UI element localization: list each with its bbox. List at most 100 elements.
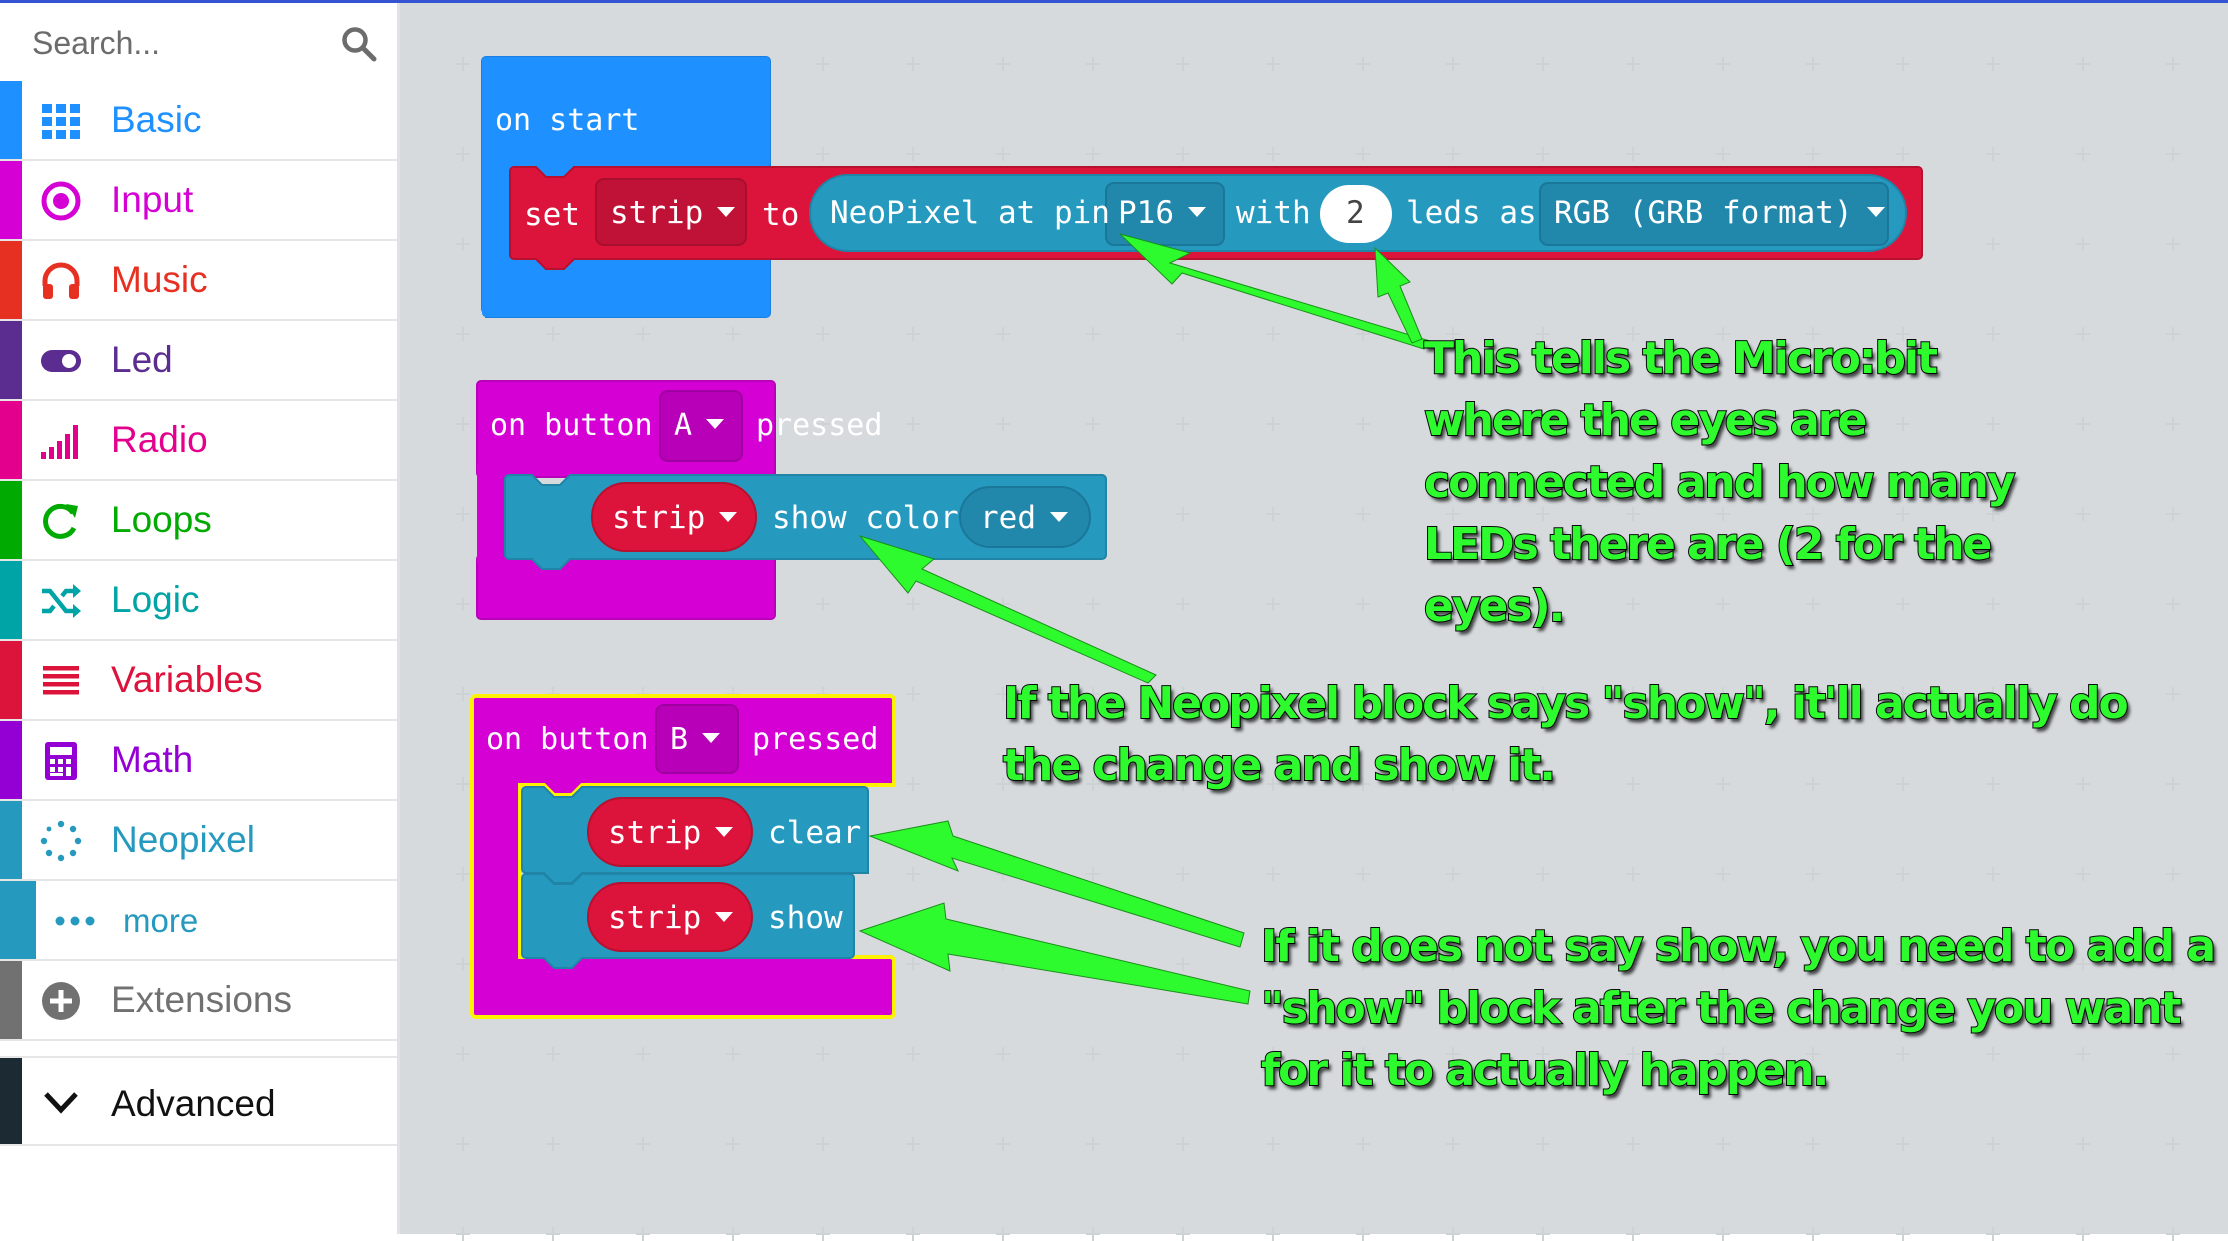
- grid-plus: [1536, 57, 1550, 71]
- grid-plus: [1536, 1137, 1550, 1151]
- search-box[interactable]: Search...: [0, 3, 397, 81]
- grid-plus: [2166, 147, 2180, 161]
- grid-plus: [1266, 597, 1280, 611]
- button-a-dropdown[interactable]: A: [674, 408, 725, 443]
- mode-dropdown[interactable]: RGB (GRB format): [1554, 195, 1885, 231]
- grid-plus: [1896, 1137, 1910, 1151]
- category-loops[interactable]: Loops: [0, 481, 397, 561]
- grid-plus: [1086, 687, 1100, 701]
- grid-plus: [1446, 507, 1460, 521]
- category-extensions[interactable]: Extensions: [0, 961, 397, 1041]
- strip-variable-b2-label: strip: [608, 900, 734, 936]
- grid-plus: [456, 327, 470, 341]
- grid-plus: [996, 687, 1010, 701]
- annotation-line: for it to actually happen.: [1260, 1044, 1830, 1097]
- dropdown-arrow-icon: [1866, 206, 1885, 217]
- strip-variable-b2[interactable]: [587, 882, 753, 952]
- strip-variable-a[interactable]: [591, 482, 757, 552]
- grid-plus: [1806, 687, 1820, 701]
- grid-plus: [1266, 1137, 1280, 1151]
- category-neopixel[interactable]: Neopixel: [0, 801, 397, 881]
- grid-plus: [996, 1137, 1010, 1151]
- category-variables[interactable]: Variables: [0, 641, 397, 721]
- grid-plus: [1806, 597, 1820, 611]
- grid-plus: [1536, 1047, 1550, 1061]
- category-logic[interactable]: Logic: [0, 561, 397, 641]
- grid-plus: [816, 147, 830, 161]
- annotation-line: LEDs there are (2 for the: [1423, 518, 1993, 571]
- grid-plus: [2076, 417, 2090, 431]
- grid-plus: [1086, 597, 1100, 611]
- category-more[interactable]: more: [0, 881, 397, 961]
- grid-plus: [1986, 1047, 2000, 1061]
- pin-dropdown[interactable]: P16: [1118, 195, 1206, 231]
- category-color-bar: [0, 641, 22, 719]
- category-basic[interactable]: Basic: [0, 81, 397, 161]
- blocks-canvas: [470, 56, 1923, 1019]
- category-math[interactable]: Math: [0, 721, 397, 801]
- category-led[interactable]: Led: [0, 321, 397, 401]
- category-advanced[interactable]: Advanced: [0, 1056, 397, 1146]
- grid-plus: [1266, 147, 1280, 161]
- annotation-line: This tells the Micro:bit: [1423, 332, 1939, 385]
- grid-plus: [1896, 687, 1910, 701]
- arrow-1: [1119, 233, 1431, 350]
- grid-plus: [2166, 1137, 2180, 1151]
- clear-label: clear: [768, 815, 862, 851]
- grid-plus: [906, 147, 920, 161]
- annotation-add-show: If it does not say show, you need to add…: [1260, 916, 2217, 1102]
- button-b-dropdown-label: B: [670, 722, 689, 757]
- search-icon[interactable]: [340, 25, 378, 63]
- grid-plus: [1536, 867, 1550, 881]
- grid-plus: [1266, 957, 1280, 971]
- category-music[interactable]: Music: [0, 241, 397, 321]
- grid-plus: [1086, 147, 1100, 161]
- color-dropdown[interactable]: red: [980, 500, 1068, 536]
- blocks-workspace[interactable]: on start set strip to NeoPixel at pin P1…: [400, 3, 2228, 1241]
- color-reporter[interactable]: [959, 486, 1091, 548]
- grid-plus: [1086, 57, 1100, 71]
- grid-plus: [906, 957, 920, 971]
- grid-plus: [2166, 507, 2180, 521]
- grid-plus: [1446, 687, 1460, 701]
- arrow-4: [868, 820, 1245, 948]
- category-input[interactable]: Input: [0, 161, 397, 241]
- grid-plus: [1176, 327, 1190, 341]
- grid-plus: [1626, 327, 1640, 341]
- led-count-input[interactable]: 2: [1346, 195, 1365, 231]
- grid-plus: [1536, 147, 1550, 161]
- with-label: with: [1236, 195, 1311, 231]
- grid-plus: [1176, 507, 1190, 521]
- leds-as-label: leds as: [1406, 195, 1537, 231]
- button-a-footer: [476, 554, 776, 620]
- grid-plus: [1896, 597, 1910, 611]
- grid-plus: [1356, 417, 1370, 431]
- grid-plus: [1896, 777, 1910, 791]
- category-radio[interactable]: Radio: [0, 401, 397, 481]
- grid-plus: [1986, 327, 2000, 341]
- arrow-5: [858, 902, 1251, 1005]
- pin-dropdown-bg: [1105, 182, 1225, 246]
- button-a-dropdown-label: A: [674, 408, 693, 443]
- dropdown-arrow-icon: [719, 511, 738, 522]
- grid-plus: [1536, 597, 1550, 611]
- variable-name: strip: [608, 900, 702, 936]
- grid-plus: [2076, 57, 2090, 71]
- dotted-circle-icon: [40, 820, 82, 862]
- on-button-b-block[interactable]: [470, 694, 896, 1019]
- strip-dropdown[interactable]: strip: [610, 195, 736, 231]
- grid-plus: [1176, 147, 1190, 161]
- button-b-dropdown[interactable]: B: [670, 722, 721, 757]
- annotation-line: the change and show it.: [1002, 739, 1557, 792]
- strip-variable-b1-label: strip: [608, 815, 734, 851]
- dropdown-arrow-icon: [1050, 511, 1068, 522]
- headphones-icon: [42, 262, 80, 299]
- grid-plus: [996, 417, 1010, 431]
- arrow-3: [858, 535, 1157, 684]
- search-input[interactable]: Search...: [32, 25, 161, 61]
- category-label: Math: [111, 739, 194, 780]
- grid-plus: [1986, 57, 2000, 71]
- strip-variable-b1[interactable]: [587, 797, 753, 867]
- set-label: set: [524, 197, 580, 233]
- top-accent-line: [0, 0, 2228, 3]
